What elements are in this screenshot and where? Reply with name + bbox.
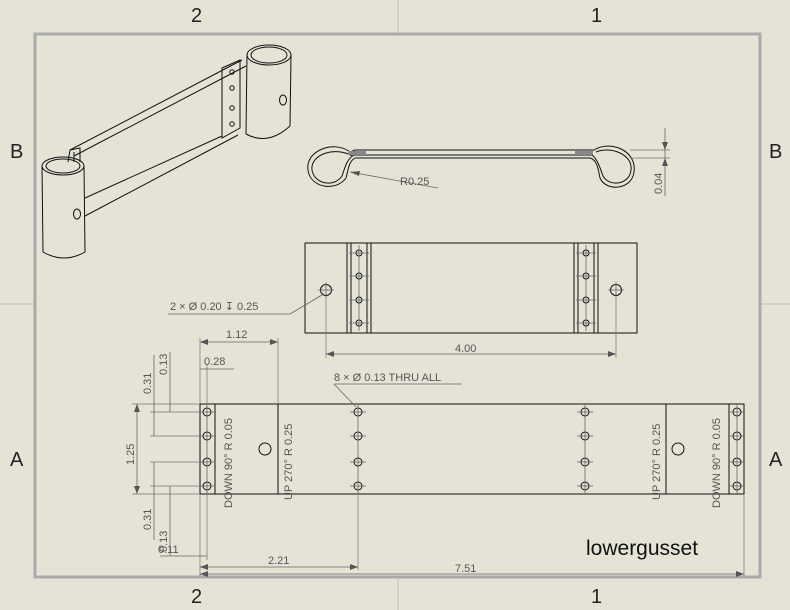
isometric-view (41, 44, 292, 259)
bend-note-right-inner: UP 270° R 0.25 (651, 424, 663, 500)
bend-note-left-inner: UP 270° R 0.25 (283, 424, 295, 500)
dim-0-13-bottom: 0.13 (158, 531, 170, 552)
zone-label-left-a: A (10, 449, 24, 471)
zone-label-top-right: 1 (591, 5, 602, 27)
zone-label-top-left: 2 (191, 5, 202, 27)
zone-label-left-b: B (10, 141, 23, 163)
top-hole-spacing: 4.00 (455, 343, 476, 355)
dim-2-21: 2.21 (268, 555, 289, 567)
zone-label-bottom-left: 2 (191, 586, 202, 608)
dim-0-13-top: 0.13 (158, 354, 170, 375)
dim-1-12: 1.12 (226, 329, 247, 341)
zone-label-bottom-right: 1 (591, 586, 602, 608)
top-hole-callout: 2 × Ø 0.20 ↧ 0.25 (170, 301, 258, 313)
bend-note-right-outer: DOWN 90° R 0.05 (711, 418, 723, 508)
bend-note-left-outer: DOWN 90° R 0.05 (223, 418, 235, 508)
dim-0-31-bottom: 0.31 (142, 509, 154, 530)
top-view: 2 × Ø 0.20 ↧ 0.25 4.00 (168, 242, 638, 358)
part-name: lowergusset (586, 537, 698, 560)
zone-label-right-a: A (769, 449, 783, 471)
section-thickness-label: 0.04 (653, 173, 665, 194)
section-view: R0.25 0.04 (307, 128, 670, 196)
dim-1-25: 1.25 (125, 444, 137, 465)
dim-7-51: 7.51 (455, 563, 476, 575)
zone-label-right-b: B (769, 141, 782, 163)
dim-0-11: 0.11 (158, 544, 179, 556)
dim-0-28: 0.28 (204, 356, 225, 368)
flat-pattern-view: 8 × Ø 0.13 THRU ALL 1.12 0.28 1.25 0.31 (125, 329, 745, 577)
flat-hole-callout: 8 × Ø 0.13 THRU ALL (334, 372, 441, 384)
dim-0-31-top: 0.31 (142, 373, 154, 394)
drawing-border (33, 32, 762, 579)
section-radius-label: R0.25 (400, 176, 429, 188)
